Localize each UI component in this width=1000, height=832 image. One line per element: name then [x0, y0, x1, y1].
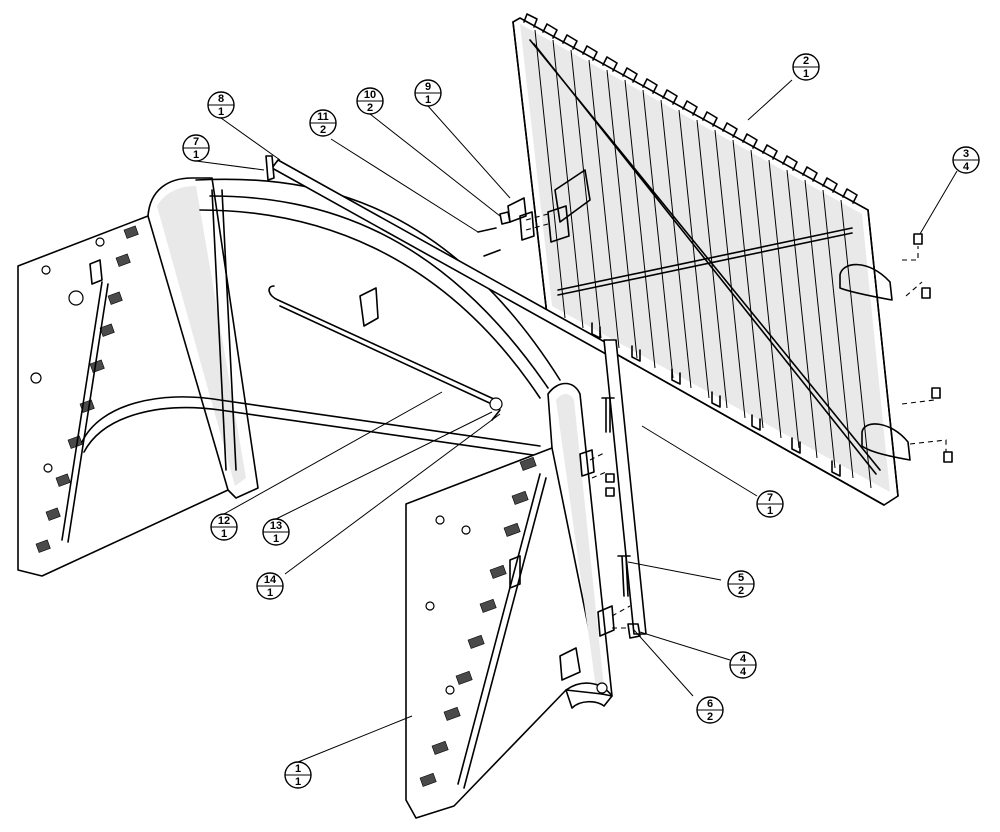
callout-item-number: 6 [707, 698, 713, 710]
callout-quantity: 1 [425, 94, 431, 106]
callout-item-number: 7 [193, 136, 199, 148]
callout-quantity: 1 [267, 587, 273, 599]
callout-item-number: 4 [740, 653, 747, 665]
callout-quantity: 1 [767, 505, 773, 517]
callout-2: 2 1 [792, 53, 820, 81]
callout-7a: 7 1 [182, 134, 210, 162]
callout-quantity: 2 [320, 124, 326, 136]
frame-assembly [17, 177, 613, 819]
callout-8: 8 1 [207, 91, 235, 119]
side-trim-left [265, 155, 275, 181]
callout-quantity: 2 [738, 585, 744, 597]
callout-1: 1 1 [284, 761, 312, 789]
callout-item-number: 12 [218, 515, 230, 527]
callout-quantity: 2 [367, 102, 373, 114]
callout-item-number: 10 [364, 89, 376, 101]
grille-panel [512, 13, 911, 506]
callout-quantity: 1 [221, 528, 227, 540]
callout-item-number: 7 [767, 492, 773, 504]
callout-5: 5 2 [727, 570, 755, 598]
callout-item-number: 8 [218, 93, 224, 105]
callout-item-number: 11 [317, 111, 329, 123]
callout-13: 13 1 [262, 518, 290, 546]
callout-quantity: 1 [273, 533, 279, 545]
callout-quantity: 1 [218, 106, 224, 118]
callout-7b: 7 1 [756, 490, 784, 518]
callout-item-number: 9 [425, 81, 431, 93]
callout-14: 14 1 [256, 572, 284, 600]
callout-6: 6 2 [696, 696, 724, 724]
callout-11: 11 2 [309, 109, 337, 137]
callout-item-number: 3 [963, 148, 969, 160]
callout-quantity: 4 [740, 666, 747, 678]
hardware-screws [477, 197, 953, 639]
callout-12: 12 1 [210, 513, 238, 541]
callout-quantity: 4 [963, 161, 970, 173]
callout-quantity: 1 [295, 776, 301, 788]
callout-item-number: 1 [295, 763, 301, 775]
support-rod [268, 285, 503, 421]
side-trim-right [603, 339, 647, 635]
leader-lines [195, 79, 958, 763]
callout-9: 9 1 [414, 79, 442, 107]
callout-item-number: 5 [738, 572, 744, 584]
callout-3: 3 4 [952, 146, 980, 174]
callout-4: 4 4 [729, 651, 757, 679]
callout-quantity: 2 [707, 711, 713, 723]
callout-item-number: 14 [264, 574, 277, 586]
callout-item-number: 2 [803, 55, 809, 67]
callout-quantity: 1 [193, 149, 199, 161]
callout-10: 10 2 [356, 87, 384, 115]
callout-item-number: 13 [270, 520, 282, 532]
callout-quantity: 1 [803, 68, 809, 80]
